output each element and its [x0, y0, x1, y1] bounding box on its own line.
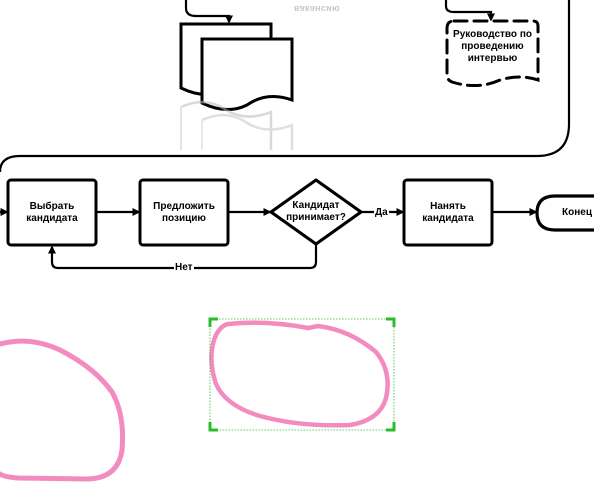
node-decision-label: Кандидат принимает?: [286, 200, 346, 223]
guide-note-label: Руководство по проведению интервью: [453, 29, 532, 64]
documents-stack-shape[interactable]: [179, 0, 294, 111]
documents-reflection: [180, 101, 294, 150]
selection-handle-top-left[interactable]: [208, 317, 218, 327]
guide-arrow: [444, 0, 495, 22]
highlight-loop-center: [209, 320, 390, 428]
node-offer-position-label: Предложить позицию: [153, 200, 215, 224]
return-connector: [0, 0, 571, 173]
selection-handle-bottom-left[interactable]: [208, 422, 218, 432]
document-front: [200, 37, 294, 111]
edge-label-no: Нет: [174, 262, 194, 273]
guide-document-shape[interactable]: [445, 19, 540, 87]
node-hire-candidate-label: Нанять кандидата: [422, 200, 474, 224]
selection-handle-bottom-right[interactable]: [386, 422, 396, 432]
selection-handle-top-right[interactable]: [386, 317, 396, 327]
arrow-into-documents: [184, 0, 233, 24]
edge-label-yes: Да: [374, 207, 389, 218]
selection-box[interactable]: [208, 317, 396, 432]
node-choose-candidate-label: Выбрать кандидата: [26, 200, 78, 224]
reflection-text: вакансию: [294, 4, 340, 14]
highlight-loop-left: [0, 338, 125, 482]
node-end-label: Конец: [562, 207, 592, 218]
